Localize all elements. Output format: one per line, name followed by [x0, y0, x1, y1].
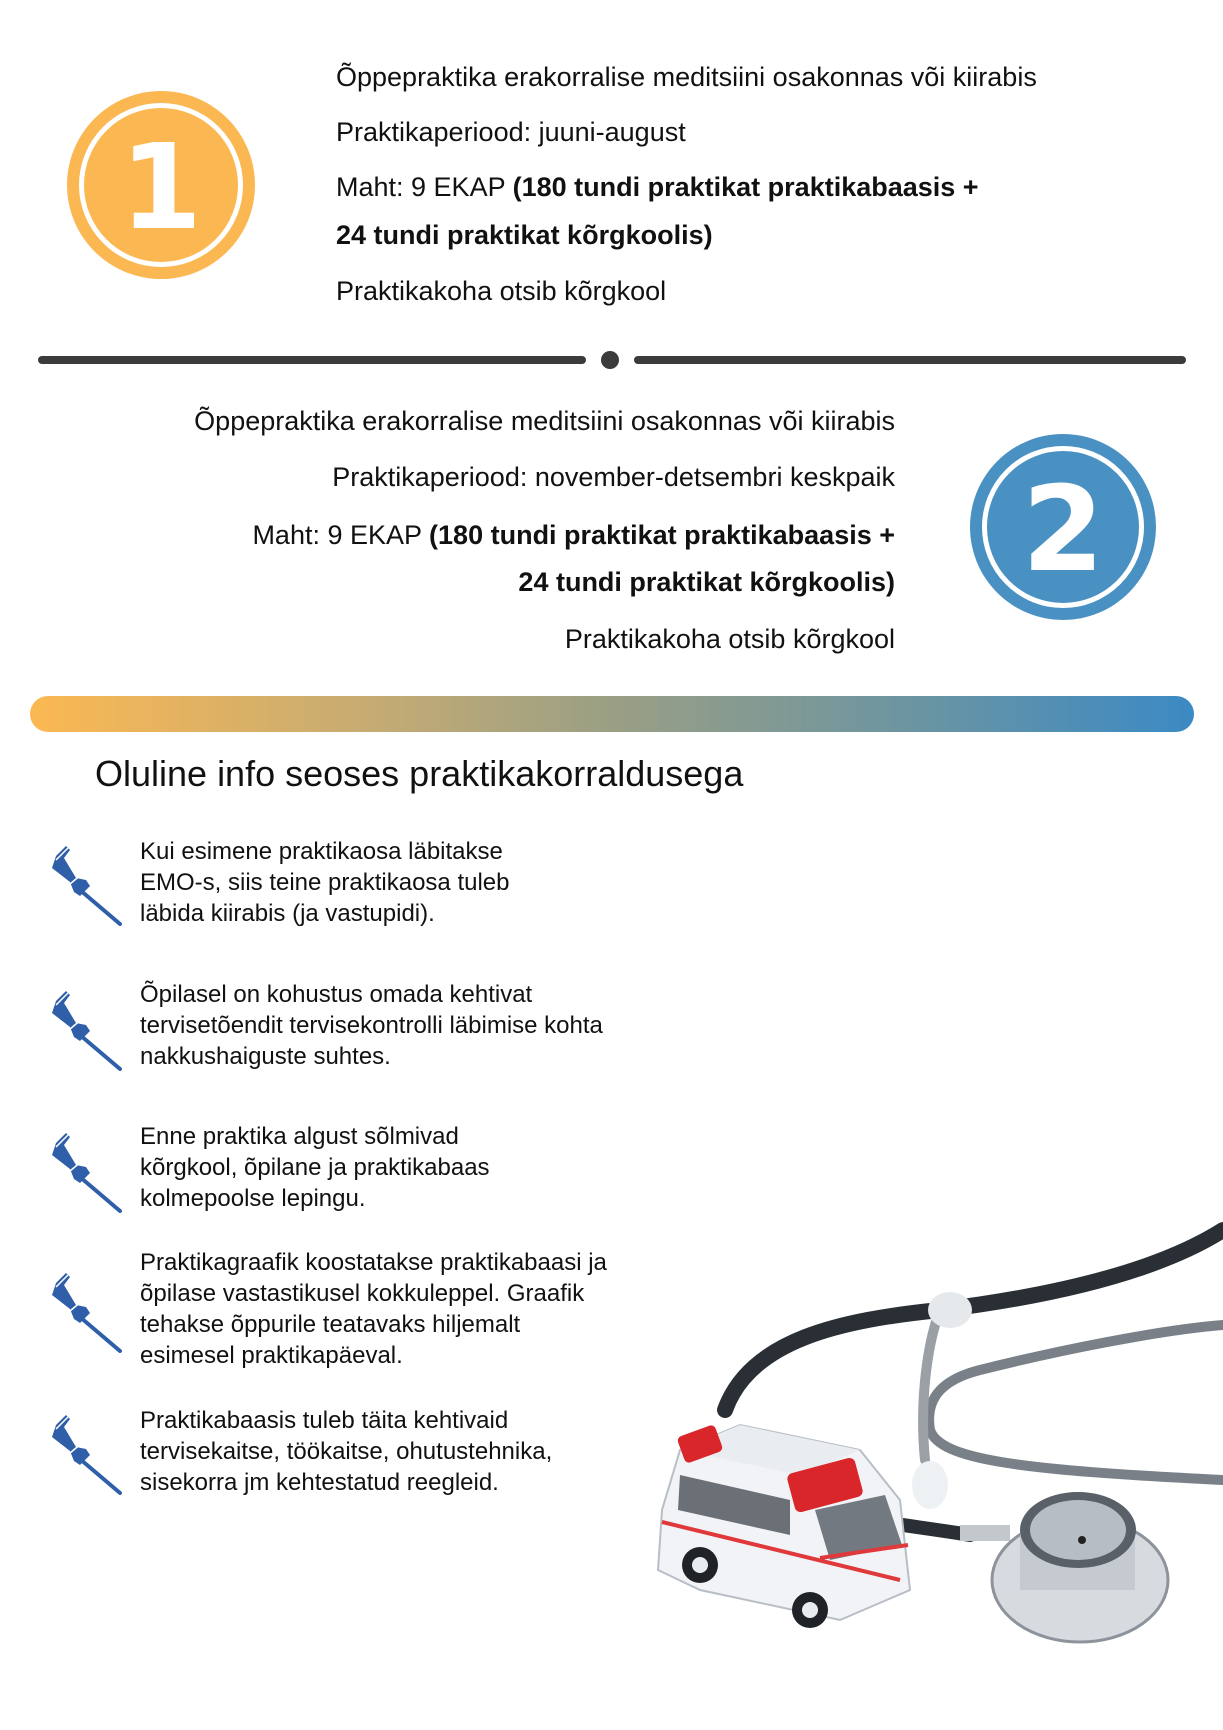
badge-ring — [79, 103, 243, 267]
pushpin-icon — [52, 1415, 122, 1495]
step-number: 1 — [119, 118, 203, 256]
divider-dot — [601, 351, 619, 369]
badge-ring — [982, 446, 1144, 608]
ambulance-icon — [656, 1423, 912, 1628]
section-2-placement: Praktikakoha otsib kõrgkool — [564, 624, 895, 654]
pushpin-icon — [52, 991, 122, 1071]
step-number: 2 — [1021, 460, 1105, 598]
step-1-badge: 1 — [67, 91, 255, 279]
section-2-volume-cont: 24 tundi praktikat kõrgkoolis) — [518, 567, 895, 597]
info-heading: Oluline info seoses praktikakorraldusega — [95, 753, 744, 794]
section-1-title: Õppepraktika erakorralise meditsiini osa… — [336, 62, 1037, 92]
section-1-placement: Praktikakoha otsib kõrgkool — [336, 276, 667, 306]
pushpin-icon — [52, 846, 122, 926]
divider-left-line — [38, 356, 586, 364]
step-2-badge: 2 — [970, 434, 1156, 620]
section-2-period: Praktikaperiood: november-detsembri kesk… — [332, 462, 895, 492]
info-item-text: Enne praktika algust sõlmivad kõrgkool, … — [140, 1123, 490, 1212]
info-item-text: Praktikabaasis tuleb täita kehtivaid ter… — [140, 1407, 553, 1496]
info-item-text: Praktikagraafik koostatakse praktikabaas… — [140, 1249, 607, 1369]
pushpin-icon — [52, 1273, 122, 1353]
gradient-separator — [30, 696, 1194, 732]
info-item-text: Kui esimene praktikaosa läbitakse EMO-s,… — [140, 838, 510, 927]
section-1-period: Praktikaperiood: juuni-august — [336, 117, 686, 147]
section-2-volume: Maht: 9 EKAP (180 tundi praktikat prakti… — [252, 520, 895, 550]
ambulance-stethoscope-illustration — [656, 1222, 1223, 1644]
info-item-text: Õpilasel on kohustus omada kehtivat terv… — [140, 981, 603, 1070]
stethoscope-tube-icon — [717, 1222, 1223, 1418]
section-2-title: Õppepraktika erakorralise meditsiini osa… — [194, 406, 895, 436]
section-1-volume: Maht: 9 EKAP (180 tundi praktikat prakti… — [336, 172, 979, 202]
pushpin-icon — [52, 1133, 122, 1213]
divider-right-line — [634, 356, 1186, 364]
section-1-volume-cont: 24 tundi praktikat kõrgkoolis) — [336, 220, 713, 250]
